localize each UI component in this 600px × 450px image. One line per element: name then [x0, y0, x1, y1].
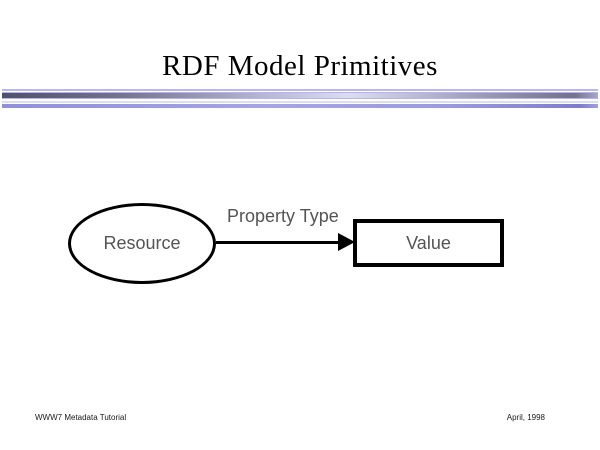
footer-left-text: WWW7 Metadata Tutorial — [35, 413, 127, 422]
divider-rule-bottom — [2, 104, 598, 108]
property-type-edge-label: Property Type — [227, 206, 339, 226]
property-arrow-line — [216, 241, 340, 244]
value-node-label: Value — [406, 232, 451, 253]
divider-rule-top — [2, 89, 598, 91]
footer-right-text: April, 1998 — [506, 413, 545, 422]
arrow-head-icon — [338, 233, 355, 251]
value-rectangle-node: Value — [353, 219, 504, 267]
divider-rule-light — [2, 101, 598, 103]
resource-ellipse-node: Resource — [68, 203, 216, 284]
slide-title: RDF Model Primitives — [162, 50, 438, 82]
divider-rule-gradient-bar — [2, 92, 598, 99]
resource-node-label: Resource — [103, 233, 181, 253]
